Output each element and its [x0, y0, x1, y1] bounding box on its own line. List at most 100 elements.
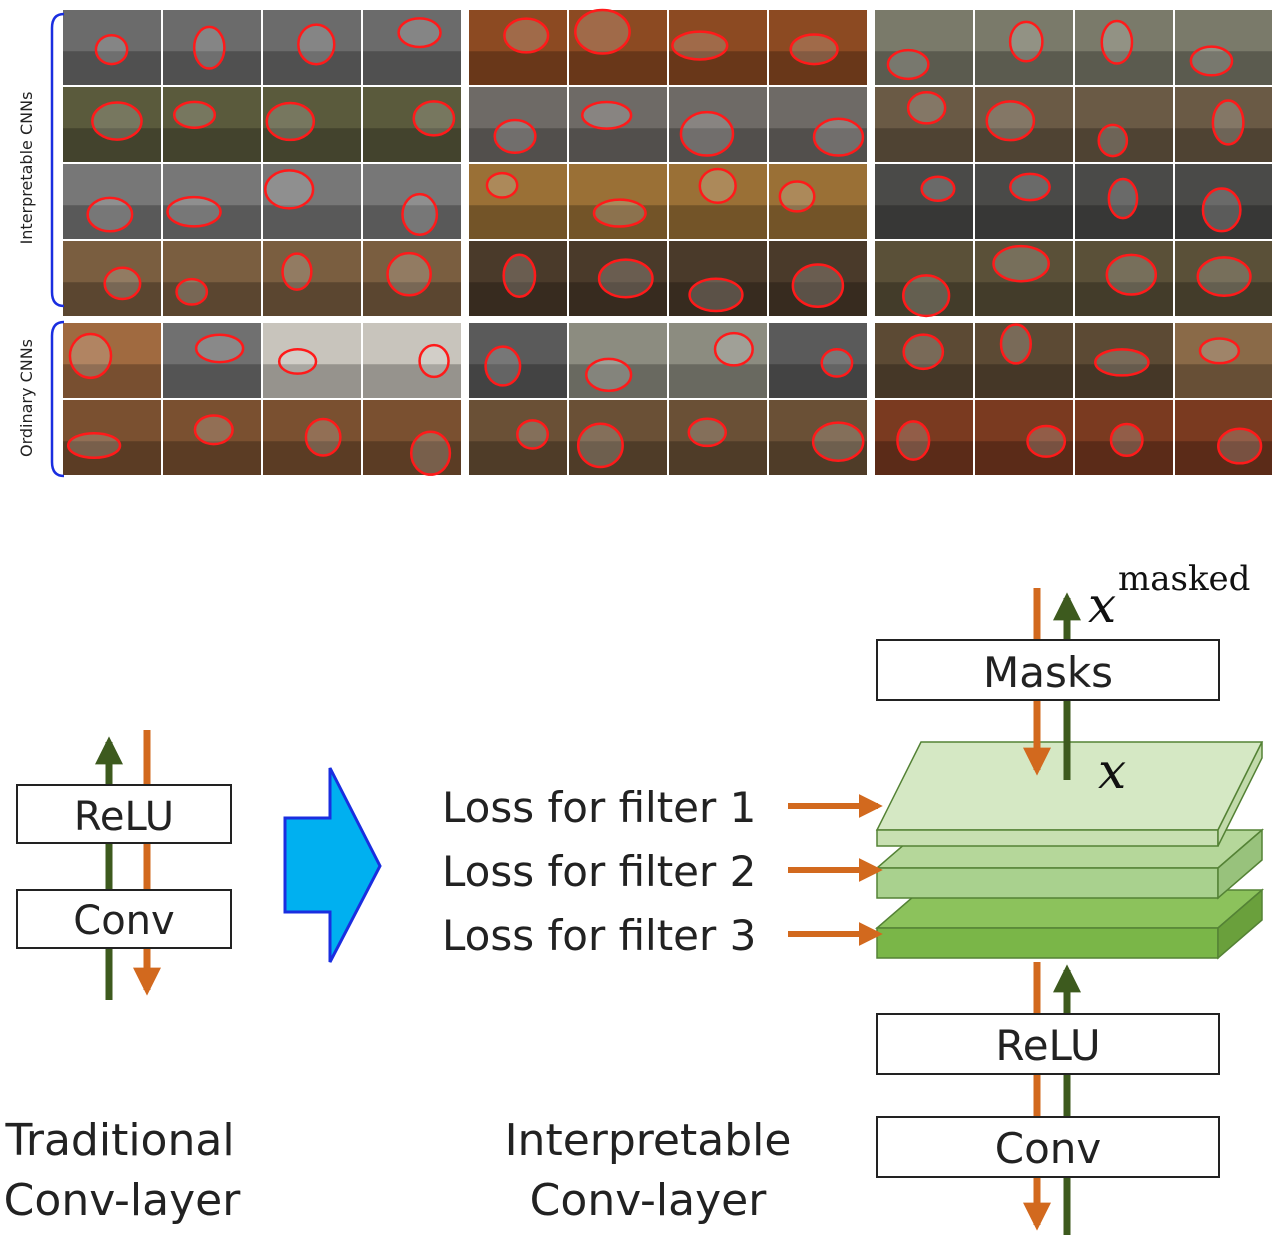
region-outline [1198, 337, 1241, 365]
region-outline [778, 180, 816, 213]
interpretable-caption-line1: Interpretable [505, 1115, 792, 1166]
interp-conv-label: Conv [995, 1124, 1102, 1173]
interpretable-caption-line2: Conv-layer [530, 1175, 768, 1226]
otter-thumbnail [875, 164, 973, 239]
bear-thumbnail [669, 241, 767, 316]
donkey-thumbnail [769, 323, 867, 398]
koala-thumbnail [263, 164, 361, 239]
region-outline [906, 91, 947, 125]
feature-visualization-grid [63, 8, 1272, 476]
region-outline [418, 343, 450, 379]
region-outline [811, 421, 865, 463]
region-outline [265, 101, 316, 142]
camel-thumbnail [63, 400, 161, 475]
dog-thumbnail [163, 241, 261, 316]
panda-thumbnail [263, 10, 361, 85]
otter-thumbnail [975, 164, 1073, 239]
traditional-caption-line1: Traditional [4, 1115, 234, 1166]
red-panda-thumbnail [875, 400, 973, 475]
red-panda-thumbnail [1075, 400, 1173, 475]
region-outline [1094, 348, 1150, 377]
region-outline [192, 25, 226, 70]
region-outline [581, 100, 633, 130]
camel-thumbnail [363, 400, 461, 476]
monkey-thumbnail [875, 241, 973, 318]
region-outline [409, 430, 452, 476]
otter-thumbnail [1075, 164, 1173, 239]
horse-thumbnail [669, 400, 767, 475]
region-outline [1109, 422, 1144, 458]
loss-filter-3-label: Loss for filter 3 [442, 911, 756, 960]
interpretable-conv-layer: Masks x masked x Loss for filter 1 Loss … [442, 559, 1265, 1235]
region-outline [193, 414, 234, 446]
red-panda-thumbnail [1175, 400, 1272, 475]
region-outline [791, 263, 845, 308]
region-outline [1217, 427, 1263, 465]
fox-thumbnail [469, 10, 567, 85]
cat-thumbnail [569, 87, 667, 162]
relu-box [16, 784, 232, 844]
region-outline [166, 195, 222, 228]
region-outline [485, 171, 519, 199]
zebra-thumbnail [1075, 10, 1173, 85]
rabbit-thumbnail [263, 323, 361, 398]
lion-thumbnail [469, 164, 567, 239]
region-outline [412, 100, 456, 137]
region-outline [1097, 123, 1129, 158]
traditional-conv-layer: ReLU Conv Traditional Conv-layer [4, 730, 241, 1226]
bear-thumbnail [569, 241, 667, 316]
region-outline [1105, 253, 1158, 296]
region-outline [66, 431, 122, 460]
x-label: x [1098, 742, 1126, 800]
region-outline [902, 274, 951, 318]
region-outline [1008, 20, 1044, 63]
region-outline [886, 48, 930, 81]
region-outline [386, 251, 432, 297]
squirrel-thumbnail [1075, 87, 1173, 162]
horse-thumbnail [569, 400, 667, 475]
fox-thumbnail [769, 10, 867, 85]
deer-thumbnail [1075, 323, 1173, 398]
lion-thumbnail [769, 164, 867, 239]
koala-thumbnail [63, 164, 161, 239]
region-outline [502, 253, 537, 298]
interp-relu-box [876, 1013, 1220, 1075]
region-outline [1026, 424, 1067, 458]
region-outline [1107, 177, 1139, 220]
region-outline [86, 196, 134, 233]
region-outline [992, 244, 1051, 283]
region-outline [194, 333, 245, 364]
interpretable-cnns-label: Interpretable CNNs [17, 92, 36, 245]
region-outline [1196, 256, 1252, 298]
x-masked-base: x [1088, 576, 1116, 634]
region-outline [503, 17, 550, 54]
fox-thumbnail [669, 10, 767, 85]
region-outline [896, 420, 931, 461]
region-outline [687, 417, 727, 448]
interpretable-bracket [50, 12, 65, 308]
region-outline [820, 348, 854, 378]
panda-thumbnail [363, 10, 461, 85]
bear-thumbnail [769, 241, 867, 316]
transform-arrow [283, 767, 382, 963]
monkey-thumbnail [975, 241, 1073, 316]
region-outline [999, 323, 1032, 365]
region-outline [304, 417, 342, 457]
bird-thumbnail [63, 87, 161, 162]
conv-box [16, 889, 232, 949]
cat-thumbnail [669, 87, 767, 162]
region-outline [1189, 45, 1234, 77]
monkey-thumbnail [1175, 241, 1272, 316]
ordinary-bracket [50, 320, 65, 478]
region-outline [264, 169, 315, 210]
region-outline [671, 30, 729, 61]
region-outline [679, 110, 735, 157]
sheep-thumbnail [569, 323, 667, 398]
panda-thumbnail [63, 10, 161, 85]
region-outline [103, 266, 142, 301]
region-outline [91, 101, 143, 141]
deer-thumbnail [875, 323, 973, 398]
lion-thumbnail [669, 164, 767, 239]
zebra-thumbnail [875, 10, 973, 85]
